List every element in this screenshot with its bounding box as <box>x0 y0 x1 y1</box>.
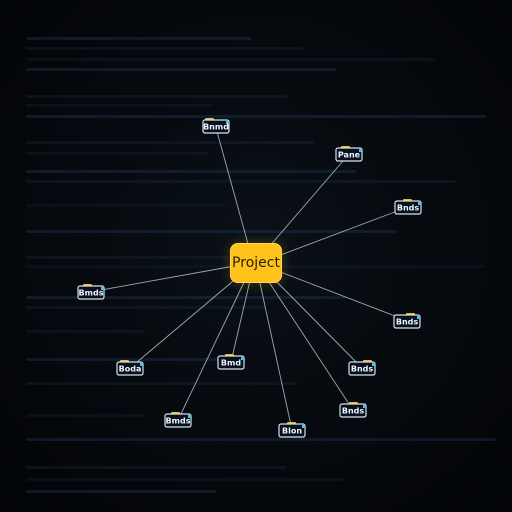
diagram-node[interactable]: Bnds <box>339 402 367 418</box>
background-code-line <box>26 296 346 299</box>
node-accent-icon <box>372 363 375 366</box>
background-code-line <box>26 490 216 493</box>
connector-line <box>215 127 254 263</box>
node-label: Pane <box>338 151 361 160</box>
node-label: Blon <box>282 427 302 436</box>
connector-line <box>261 206 409 263</box>
diagram-node[interactable]: Bnds <box>394 199 422 215</box>
node-box <box>348 361 376 376</box>
node-box <box>164 413 192 428</box>
center-node-label: Project <box>232 255 280 271</box>
node-label: Bnds <box>396 318 419 327</box>
background-code-line <box>26 414 144 417</box>
diagram-node[interactable]: Bmd <box>217 354 245 370</box>
node-box <box>339 403 367 418</box>
node-label: Bmds <box>166 417 191 426</box>
node-label: Bnds <box>351 365 374 374</box>
connector-line <box>89 264 241 293</box>
node-box <box>116 361 144 376</box>
diagram-node[interactable]: Blon <box>278 422 306 438</box>
node-label: Bmds <box>79 289 104 298</box>
background-code-line <box>26 230 396 233</box>
background-code-line <box>26 204 226 207</box>
background-code-line <box>26 478 344 481</box>
connector-lines <box>89 127 409 431</box>
background-code-line <box>26 115 486 118</box>
background-code-line <box>26 330 146 333</box>
node-accent-icon <box>302 425 305 428</box>
node-accent-icon <box>363 405 366 408</box>
node-box <box>202 119 230 134</box>
background-code-line <box>26 95 288 98</box>
node-label: Bnmd <box>203 123 229 132</box>
node-accent-icon <box>417 316 420 319</box>
diagram-node[interactable]: Bnds <box>393 313 421 329</box>
node-box <box>278 423 306 438</box>
node-label: Bmd <box>221 359 241 368</box>
background-code-line <box>26 170 356 173</box>
connector-line <box>177 273 249 421</box>
background-code-line <box>26 141 314 144</box>
node-accent-icon <box>188 415 191 418</box>
node-accent-icon <box>418 202 421 205</box>
connector-line <box>230 271 253 363</box>
node-accent-icon <box>226 121 229 124</box>
node-label: Bnds <box>397 204 420 213</box>
node-box <box>335 147 363 162</box>
node-accent-icon <box>101 287 104 290</box>
node-box <box>217 355 245 370</box>
node-label: Bnds <box>342 407 365 416</box>
diagram-node[interactable]: Bmds <box>164 412 192 428</box>
background-code-line <box>26 58 436 61</box>
background-code-line <box>26 466 286 469</box>
diagram-node[interactable]: Bnds <box>348 360 376 376</box>
background-code-line <box>26 68 336 71</box>
connector-line <box>129 270 246 369</box>
background-code-line <box>26 382 296 385</box>
diagram-node[interactable]: Bmds <box>77 284 105 300</box>
node-accent-icon <box>359 149 362 152</box>
background-code-line <box>26 306 266 309</box>
background-code-line <box>26 47 304 50</box>
background-code-line <box>26 256 240 259</box>
background-code-line <box>26 180 456 183</box>
diagram-node[interactable]: Pane <box>335 146 363 162</box>
node-box <box>393 314 421 329</box>
connector-line <box>265 270 363 369</box>
connector-line <box>262 272 354 411</box>
diagram-node[interactable]: Boda <box>116 360 144 376</box>
node-box <box>394 200 422 215</box>
node-box <box>77 285 105 300</box>
background-code-line <box>26 438 496 441</box>
connector-line <box>269 267 409 322</box>
node-label: Boda <box>119 365 142 374</box>
node-accent-icon <box>140 363 143 366</box>
diagram-node[interactable]: Bnmd <box>202 118 230 134</box>
background-code-line <box>26 37 251 40</box>
node-accent-icon <box>241 357 244 360</box>
connector-line <box>257 273 293 431</box>
background-code-line <box>26 104 214 107</box>
center-node[interactable]: Project <box>230 243 282 283</box>
background-code-line <box>26 358 246 361</box>
background-code-line <box>26 152 208 155</box>
